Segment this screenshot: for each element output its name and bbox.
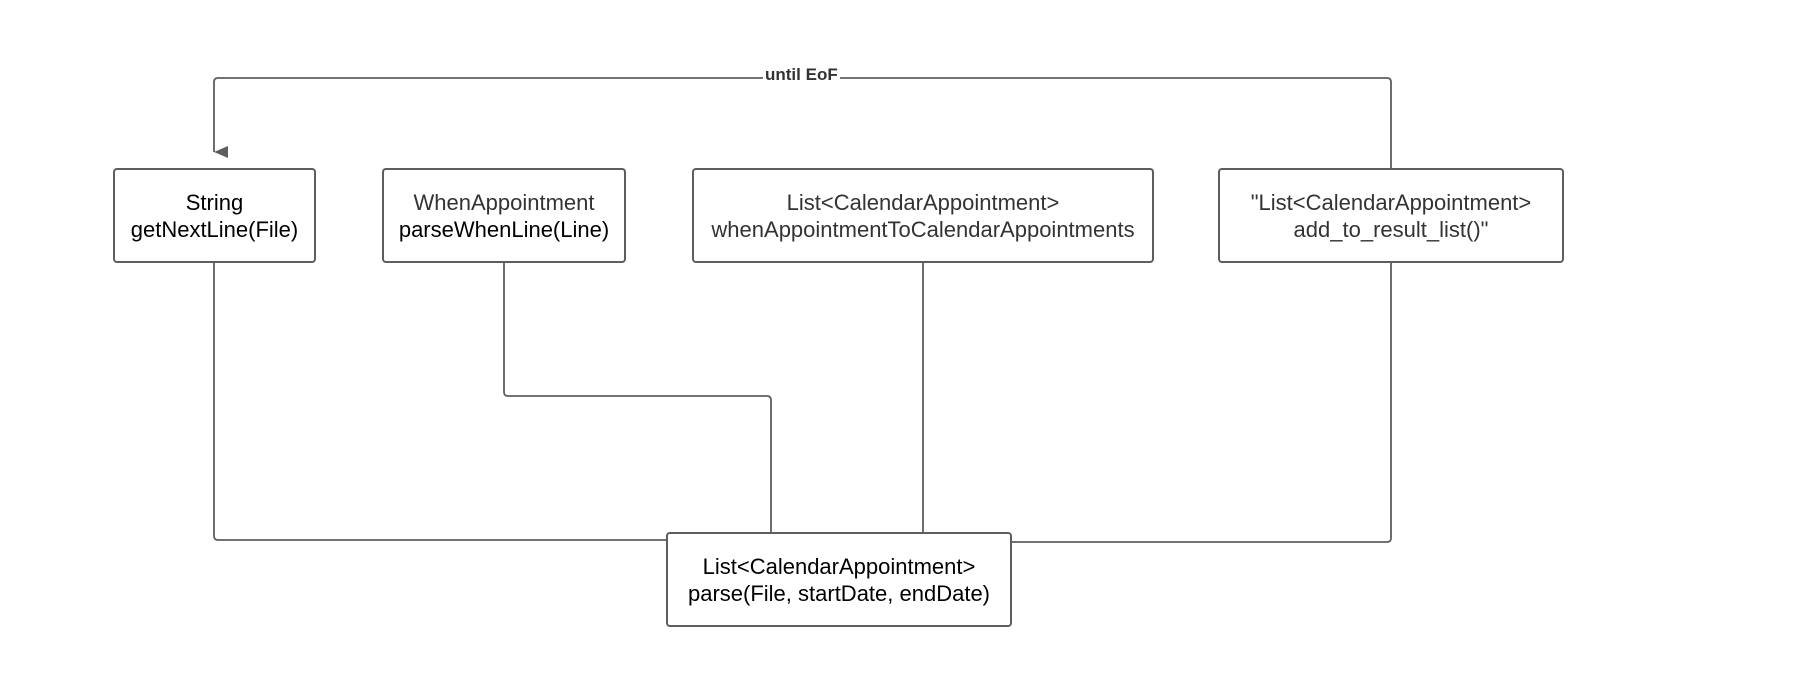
node-add-to-result-list[interactable]: "List<CalendarAppointment> add_to_result… (1218, 168, 1564, 263)
node-parse[interactable]: List<CalendarAppointment> parse(File, st… (666, 532, 1012, 627)
node-when-appointment-to-calendar[interactable]: List<CalendarAppointment> whenAppointmen… (692, 168, 1154, 263)
node-parse-when-line[interactable]: WhenAppointment parseWhenLine(Line) (382, 168, 626, 263)
node-method-signature: parseWhenLine(Line) (398, 216, 610, 242)
node-return-type: String (185, 189, 244, 215)
node-get-next-line[interactable]: String getNextLine(File) (113, 168, 316, 263)
node-return-type: List<CalendarAppointment> (702, 553, 976, 579)
node-return-type: List<CalendarAppointment> (786, 189, 1060, 215)
node-method-signature: getNextLine(File) (130, 216, 299, 242)
edge-parsewhenline-to-parse (503, 263, 772, 532)
node-return-type: WhenAppointment (413, 189, 595, 215)
edge-addresult-to-parse (1012, 263, 1392, 543)
edge-getnextline-to-parse (213, 263, 666, 541)
loop-edge-label: until EoF (763, 64, 840, 86)
node-method-signature: whenAppointmentToCalendarAppointments (711, 216, 1135, 242)
node-return-type: "List<CalendarAppointment> (1250, 189, 1532, 215)
node-method-signature: add_to_result_list()" (1293, 216, 1489, 242)
edge-loop-until-eof (213, 77, 1392, 168)
node-method-signature: parse(File, startDate, endDate) (687, 580, 991, 606)
